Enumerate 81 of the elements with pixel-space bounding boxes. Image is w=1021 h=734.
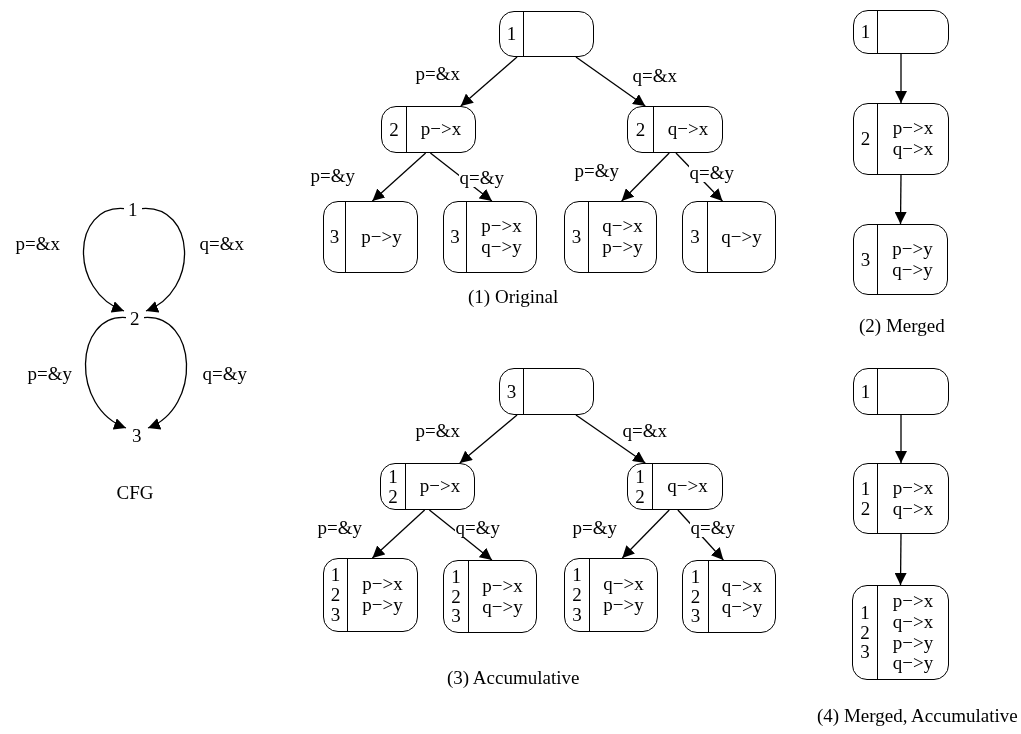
points-to-set: q−>x p−>y bbox=[602, 216, 643, 258]
state-box bbox=[627, 463, 723, 510]
node-number: 1 2 bbox=[388, 466, 398, 507]
arrow bbox=[460, 56, 518, 107]
node-label: 1 bbox=[128, 199, 138, 219]
arrow bbox=[894, 174, 907, 225]
arrow bbox=[82, 207, 125, 312]
points-to-set: p−>x p−>y bbox=[362, 574, 403, 616]
node-number: 1 2 3 bbox=[860, 602, 870, 663]
points-to-set: p−>y bbox=[361, 226, 402, 248]
arrow bbox=[371, 152, 427, 202]
node-label: 2 bbox=[130, 308, 140, 328]
node-number: 1 2 bbox=[860, 478, 871, 519]
state-box bbox=[564, 201, 657, 273]
arrow bbox=[575, 414, 646, 464]
node-number: 2 bbox=[635, 119, 646, 140]
arrow bbox=[371, 509, 426, 559]
arrow bbox=[894, 533, 907, 586]
arrow bbox=[621, 509, 670, 559]
points-to-set: p−>y q−>y bbox=[892, 238, 933, 281]
node-number: 3 bbox=[860, 249, 871, 270]
points-to-set: p−>x q−>x bbox=[892, 477, 934, 520]
points-to-set: p−>x bbox=[419, 476, 461, 497]
points-to-set: q−>x q−>y bbox=[721, 575, 763, 618]
state-box bbox=[443, 201, 537, 273]
state-box bbox=[627, 106, 723, 153]
graph-caption: CFG bbox=[116, 482, 154, 502]
panel-caption: (4) Merged, Accumulative bbox=[817, 705, 1018, 725]
points-to-set: p−>x q−>y bbox=[482, 575, 523, 618]
state-box bbox=[443, 560, 537, 633]
points-to-set: q−>x bbox=[667, 476, 708, 497]
arrow bbox=[141, 207, 186, 312]
arrow bbox=[84, 316, 127, 429]
node-number: 3 bbox=[571, 227, 582, 247]
arrow bbox=[575, 56, 646, 107]
points-to-set: p−>x q−>x bbox=[892, 118, 934, 160]
state-box bbox=[380, 463, 475, 510]
arrow bbox=[459, 414, 518, 464]
arrow bbox=[621, 152, 670, 202]
state-box bbox=[499, 11, 594, 57]
state-box bbox=[853, 103, 949, 175]
state-box bbox=[853, 10, 949, 54]
node-number: 3 bbox=[506, 381, 517, 402]
arrow bbox=[895, 414, 907, 464]
state-box bbox=[323, 201, 418, 273]
node-number: 1 2 3 bbox=[690, 566, 701, 627]
state-box bbox=[853, 463, 949, 534]
node-number: 1 2 bbox=[635, 466, 645, 507]
state-box bbox=[853, 368, 949, 415]
node-number: 2 bbox=[860, 129, 871, 149]
state-box bbox=[499, 368, 594, 415]
node-number: 1 bbox=[506, 24, 517, 44]
state-box bbox=[323, 558, 418, 632]
arrow bbox=[143, 316, 188, 429]
node-number: 3 bbox=[450, 227, 460, 247]
state-box bbox=[853, 224, 948, 295]
node-number: 2 bbox=[389, 119, 399, 140]
panel-caption: (1) Original bbox=[468, 286, 559, 306]
node-number: 1 2 3 bbox=[572, 565, 582, 625]
node-number: 1 bbox=[860, 22, 871, 42]
points-to-set: p−>x bbox=[420, 119, 462, 140]
points-to-set: q−>y bbox=[721, 226, 762, 248]
state-box bbox=[564, 558, 658, 632]
edge-label: q=&y bbox=[688, 162, 735, 182]
points-to-set: p−>x q−>y bbox=[481, 216, 522, 258]
arrow bbox=[895, 53, 907, 104]
node-number: 1 2 3 bbox=[451, 566, 461, 627]
node-number: 3 bbox=[329, 227, 340, 247]
points-to-set: q−>x p−>y bbox=[603, 574, 644, 616]
state-box bbox=[852, 585, 949, 680]
node-number: 1 2 3 bbox=[330, 565, 341, 625]
panel-caption: (3) Accumulative bbox=[447, 667, 580, 687]
state-box bbox=[682, 201, 776, 273]
node-number: 3 bbox=[690, 227, 700, 247]
points-to-set: q−>x bbox=[667, 119, 709, 140]
points-to-set: p−>x q−>x p−>y q−>y bbox=[892, 590, 934, 675]
state-box bbox=[381, 106, 476, 153]
state-box bbox=[682, 560, 776, 633]
node-number: 1 bbox=[860, 381, 871, 402]
panel-caption: (2) Merged bbox=[859, 315, 945, 335]
node-label: 3 bbox=[132, 425, 142, 445]
